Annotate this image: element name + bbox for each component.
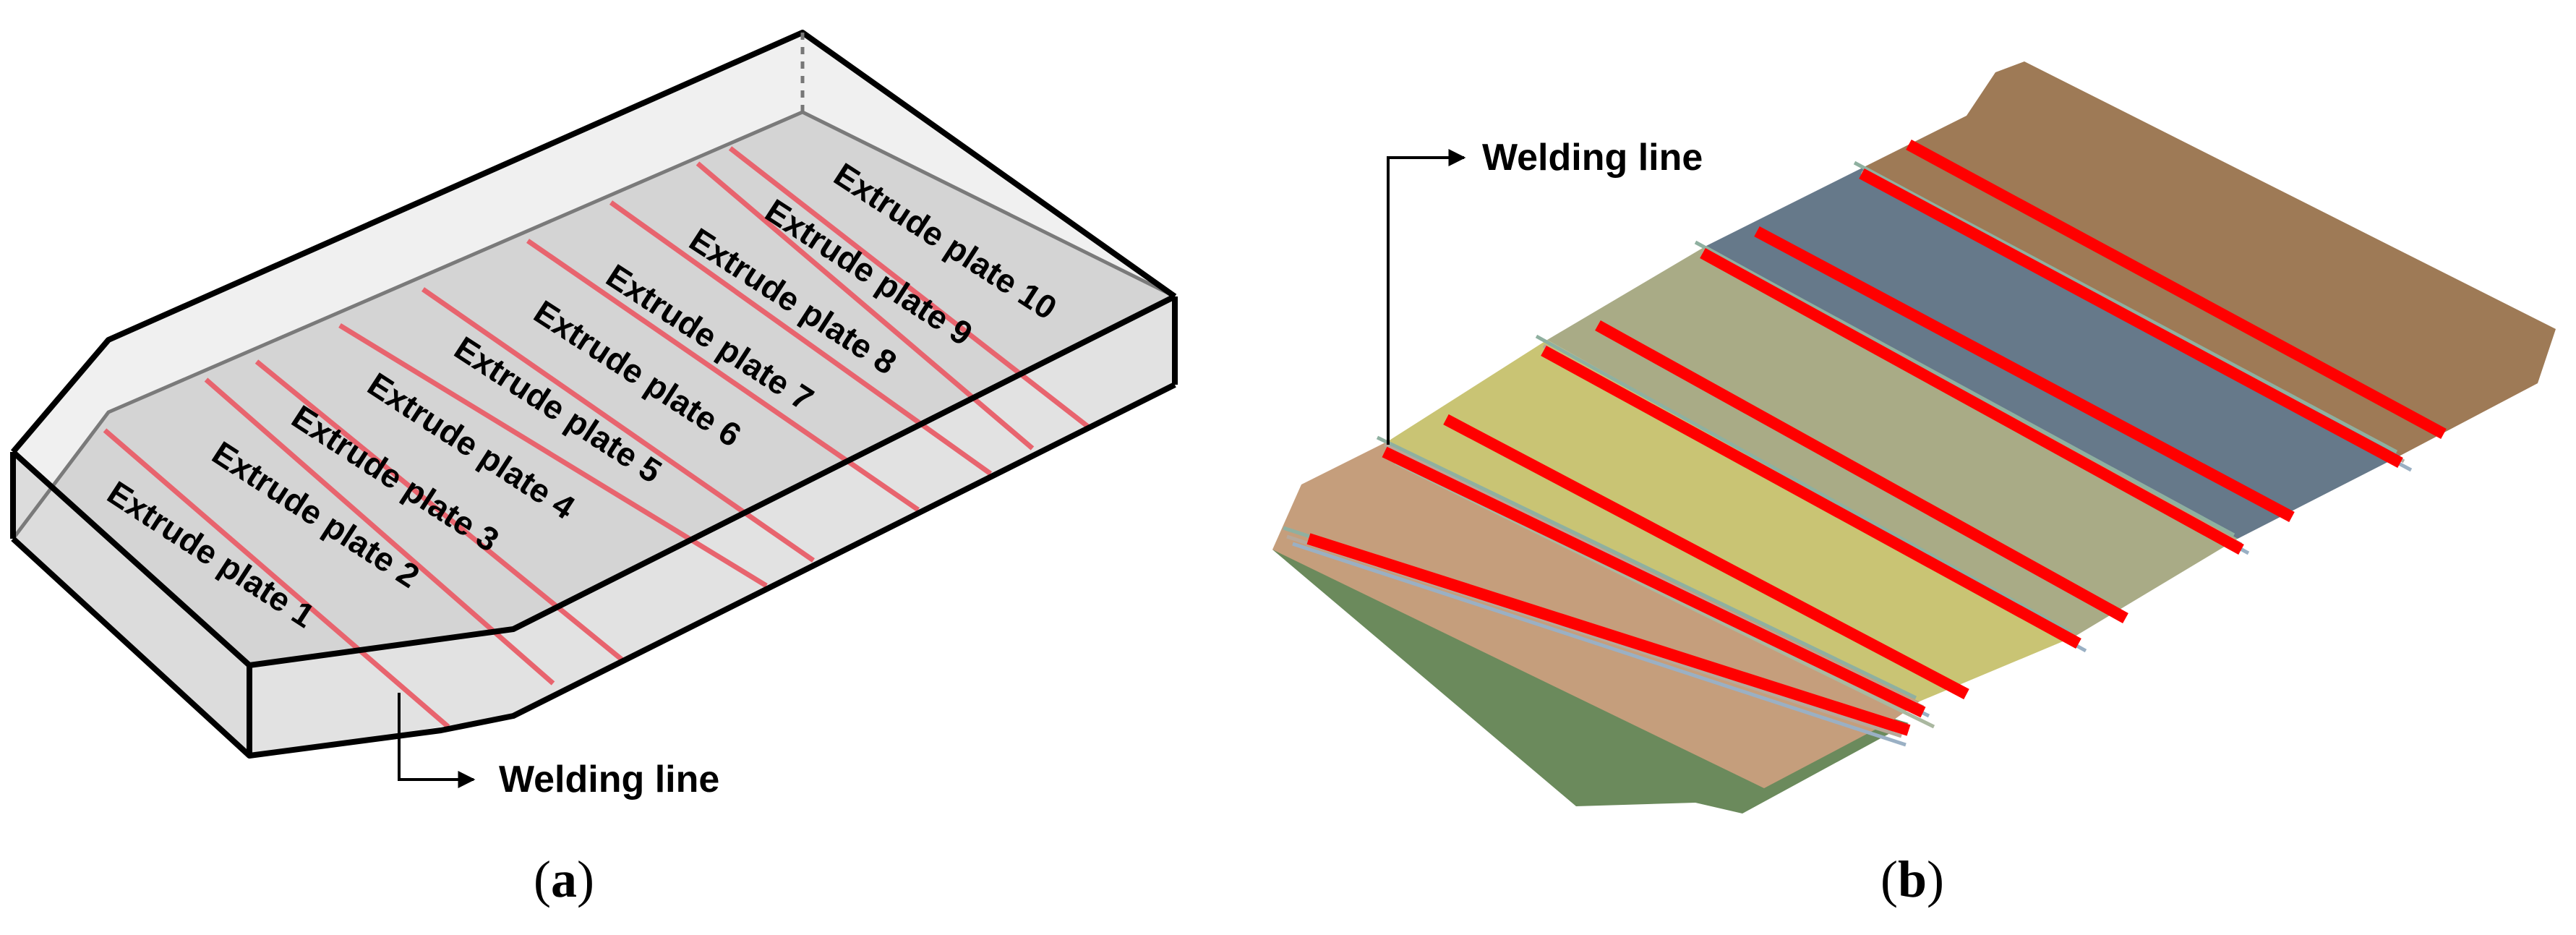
weld-lines-b [1306, 139, 2447, 736]
weld-line [728, 146, 1090, 429]
plate-band [1706, 166, 2400, 539]
weld-line [103, 428, 450, 729]
weld-line [1306, 533, 1911, 736]
weld-line [526, 239, 920, 512]
box-floor [13, 112, 1175, 665]
plate-band [1272, 441, 1920, 788]
plate-band [1865, 61, 2556, 456]
welding-line-label: Welding line [1482, 137, 1703, 179]
weld-line [1859, 168, 2403, 469]
box-front-face [13, 452, 249, 756]
caption-a: (a) [534, 850, 594, 908]
weld-line [422, 287, 815, 563]
weld-line [338, 323, 768, 588]
box-outline [10, 30, 1178, 759]
plate-band [1388, 340, 2075, 701]
weld-line [1541, 345, 2081, 649]
weld-line [1382, 446, 1926, 718]
weld-lines-a [103, 146, 1090, 729]
floor-outline [12, 110, 1176, 540]
caption-b: (b) [1880, 850, 1944, 908]
plate-band [1547, 246, 2238, 636]
weld-line [1700, 247, 2244, 555]
weld-line [254, 359, 624, 662]
panel-b: Welding line (b) [1272, 61, 2556, 908]
welding-callout-arrow [398, 693, 476, 788]
welding-callout-arrow [1387, 149, 1466, 445]
panel-a: Extrude plate 1 Extrude plate 2 Extrude … [10, 30, 1178, 908]
weld-line [1595, 320, 2128, 623]
box-right-face [249, 296, 1175, 756]
weld-line [1906, 139, 2447, 440]
weld-line [696, 161, 1035, 451]
welding-line-label: Welding line [499, 759, 719, 800]
weld-line [1754, 226, 2295, 523]
weld-line [609, 200, 993, 476]
weld-line [1443, 414, 1969, 700]
